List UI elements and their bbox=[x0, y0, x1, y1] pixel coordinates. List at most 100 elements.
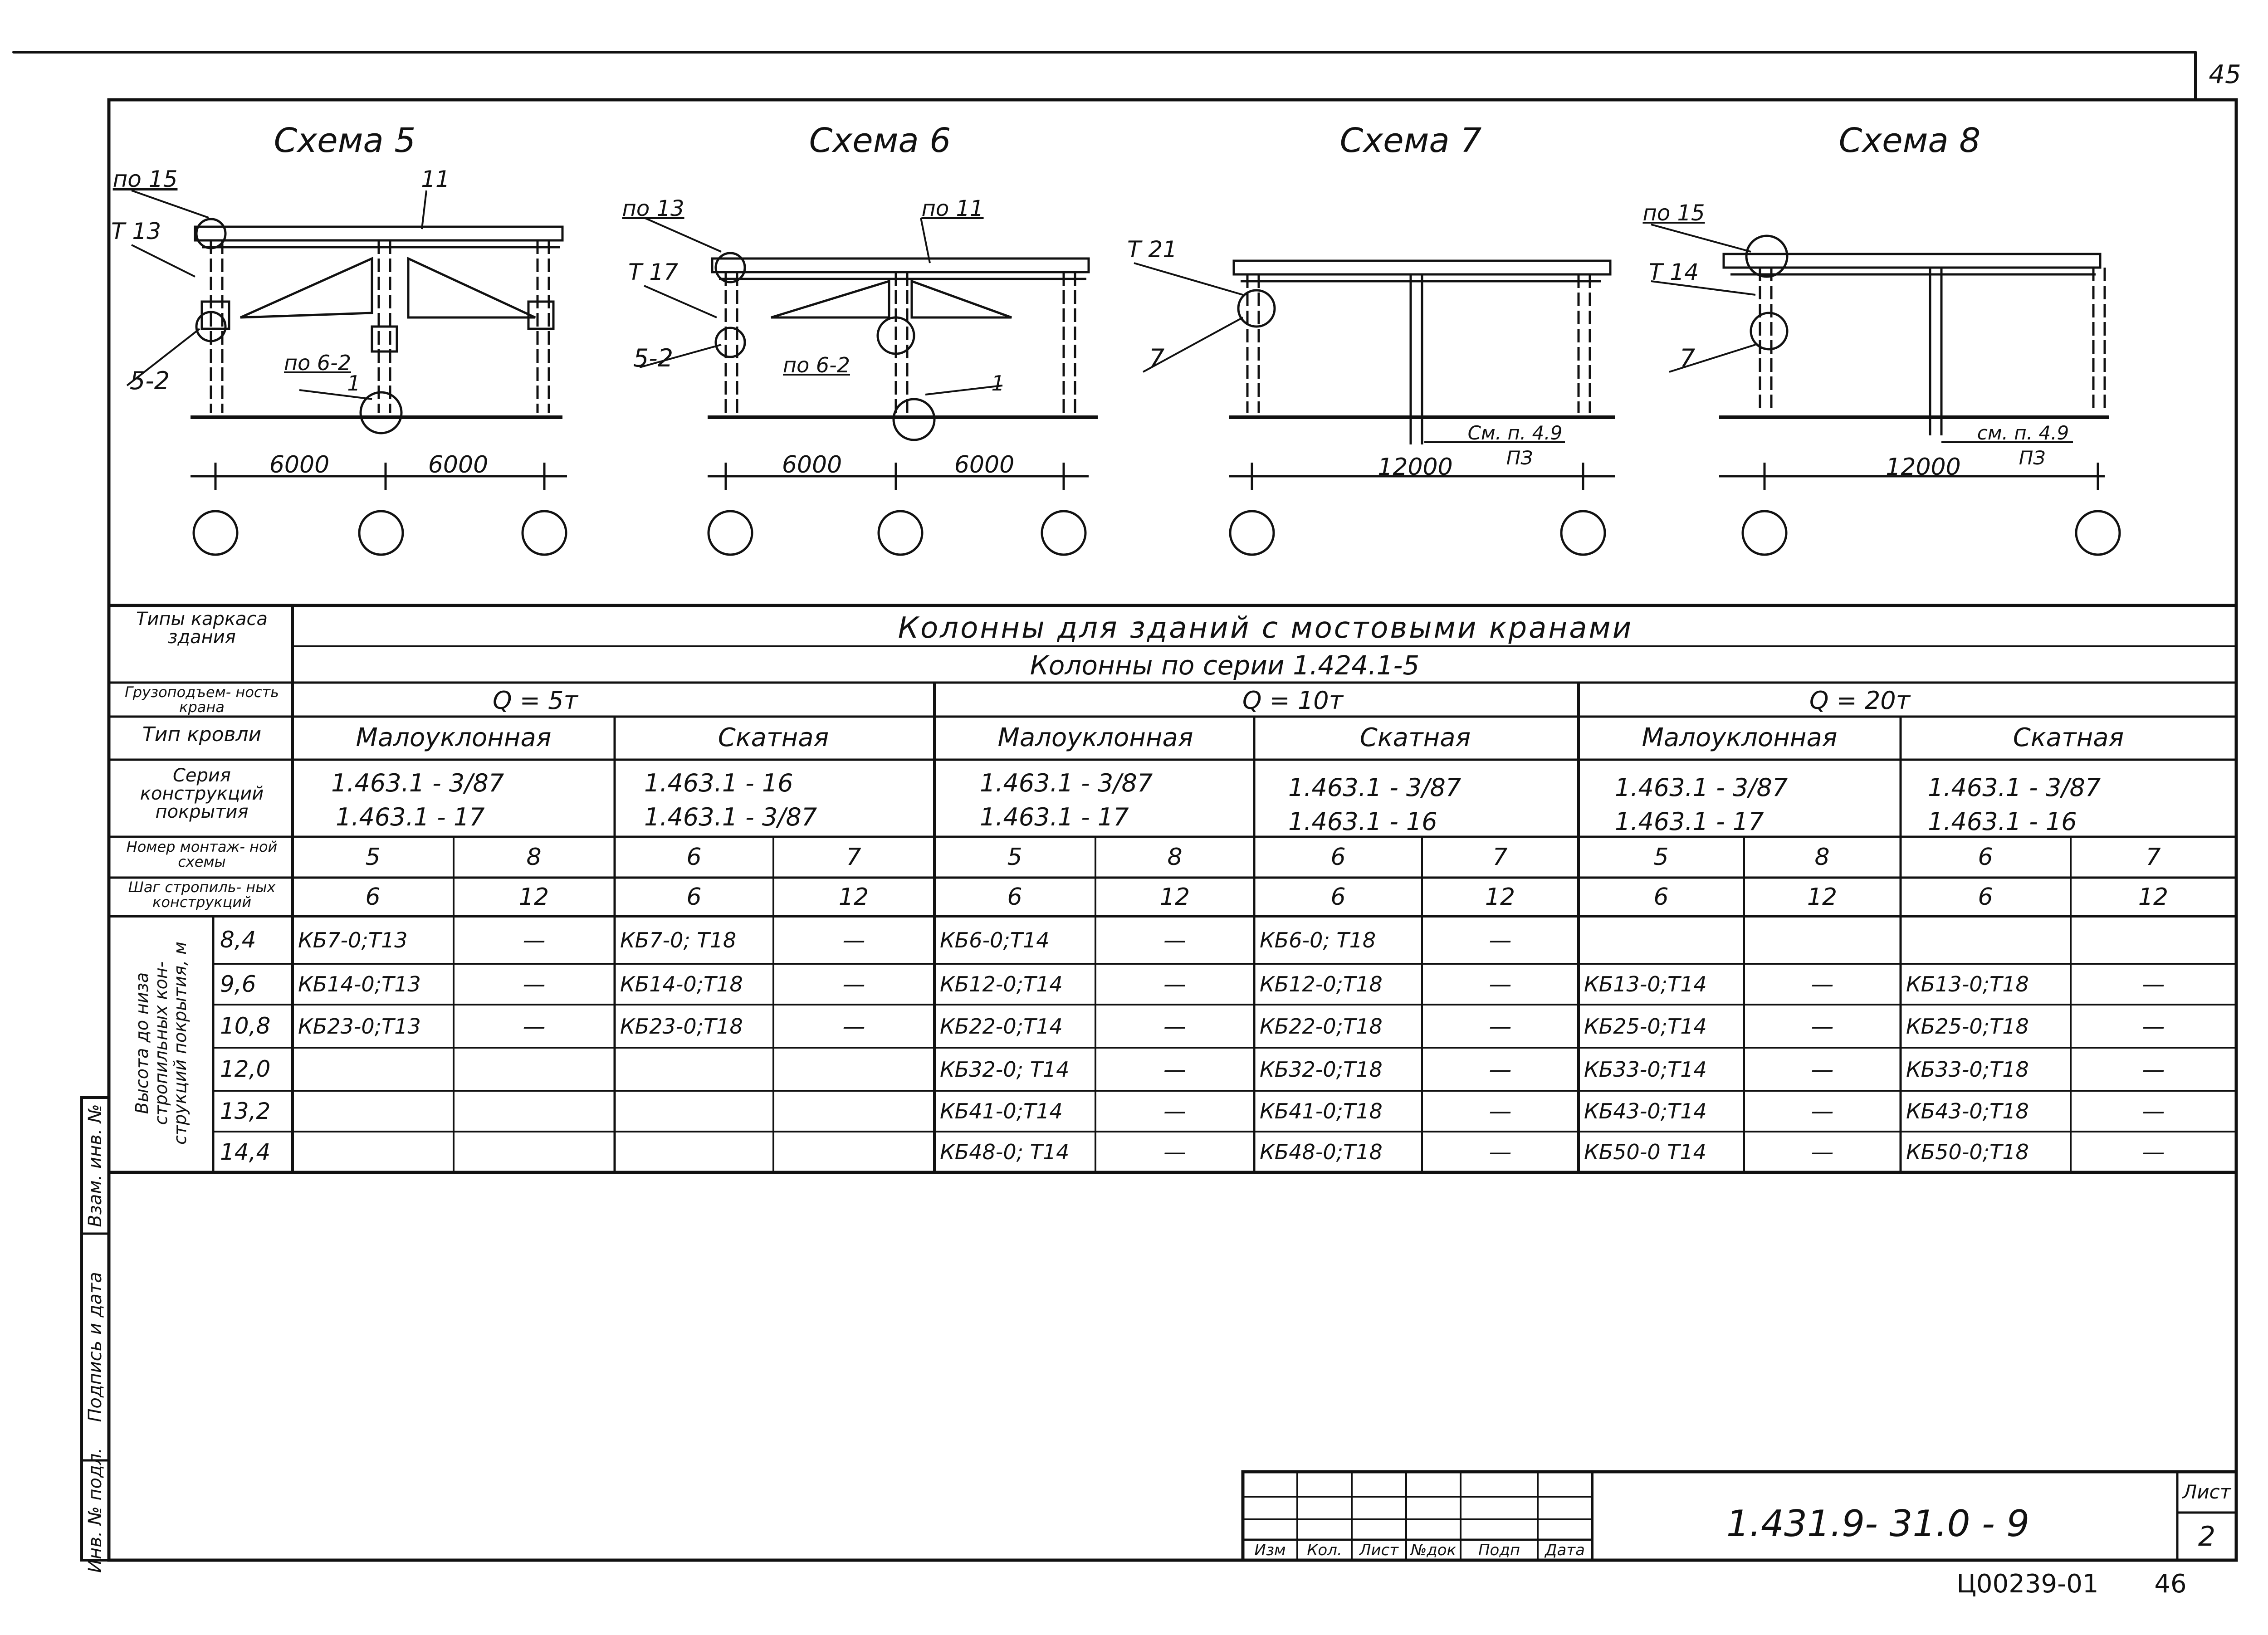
capacity-header: Q = 5т bbox=[493, 686, 578, 715]
title-block-frame bbox=[1241, 1470, 2238, 1562]
scheme-7-title: Схема 7 bbox=[1339, 121, 1482, 160]
tb-col-label: Дата bbox=[1545, 1541, 1585, 1559]
scheme-8-dim: 12000 bbox=[1886, 454, 1961, 481]
column-cell: КБ43-0;Т18 bbox=[1906, 1099, 2029, 1123]
series-line: 1.463.1 - 17 bbox=[1615, 807, 1764, 836]
tb-col-label: Кол. bbox=[1307, 1541, 1342, 1559]
scheme-5-title: Схема 5 bbox=[274, 121, 416, 160]
column-cell: — bbox=[1489, 971, 1512, 997]
scheme-no-cell: 7 bbox=[2146, 844, 2161, 871]
scheme-5-label: по 15 bbox=[112, 166, 178, 192]
scheme-5-drawing bbox=[126, 190, 567, 556]
scheme-no-cell: 6 bbox=[1330, 844, 1346, 871]
row-label-pitch: Шаг стропиль- ных конструкций bbox=[128, 879, 276, 911]
column-cell: КБ7-0;Т13 bbox=[298, 927, 408, 952]
scheme-no-cell: 6 bbox=[686, 844, 702, 871]
scheme-no-cell: 7 bbox=[1492, 844, 1508, 871]
column-cell: — bbox=[2142, 971, 2165, 997]
scheme-8-label: по 15 bbox=[1642, 200, 1705, 226]
row-label-scheme-no: Номер монтаж- ной схемы bbox=[126, 838, 278, 870]
column-cell: КБ48-0; Т14 bbox=[940, 1140, 1070, 1164]
column-cell: КБ32-0;Т18 bbox=[1260, 1057, 1383, 1082]
pitch-cell: 12 bbox=[838, 883, 869, 911]
column-cell: — bbox=[842, 971, 865, 997]
scheme-8-note: ПЗ bbox=[2019, 447, 2046, 469]
column-cell: КБ7-0; Т18 bbox=[620, 927, 737, 952]
scheme-6-drawing bbox=[639, 217, 1098, 556]
pitch-cell: 12 bbox=[1159, 883, 1190, 911]
stamp-signature-date: Подпись и дата bbox=[85, 1272, 106, 1422]
column-cell: КБ43-0;Т14 bbox=[1584, 1099, 1707, 1123]
column-cell: — bbox=[1811, 1056, 1834, 1083]
series-line: 1.463.1 - 3/87 bbox=[331, 769, 504, 797]
scheme-no-cell: 6 bbox=[1978, 844, 1993, 871]
tb-col-label: Подп bbox=[1478, 1541, 1520, 1559]
height-cell: 13,2 bbox=[220, 1098, 271, 1124]
column-cell: КБ25-0;Т14 bbox=[1584, 1014, 1707, 1039]
column-cell: КБ22-0;Т18 bbox=[1260, 1014, 1383, 1039]
scheme-no-cell: 5 bbox=[365, 844, 381, 871]
scheme-6-title: Схема 6 bbox=[809, 121, 951, 160]
column-cell: — bbox=[2142, 1098, 2165, 1124]
row-label-crane-capacity: Грузоподъем- ность крана bbox=[124, 683, 279, 716]
pitch-cell: 6 bbox=[1653, 883, 1669, 911]
column-cell: — bbox=[1489, 927, 1512, 953]
series-line: 1.463.1 - 17 bbox=[336, 803, 485, 831]
column-cell: КБ32-0; Т14 bbox=[940, 1057, 1070, 1082]
scheme-no-cell: 8 bbox=[526, 844, 542, 871]
column-cell: КБ25-0;Т18 bbox=[1906, 1014, 2029, 1039]
scheme-no-cell: 8 bbox=[1167, 844, 1183, 871]
scheme-8-label: Т 14 bbox=[1648, 259, 1699, 285]
scheme-5-label: по 6-2 bbox=[284, 351, 351, 375]
scheme-7-drawing bbox=[1134, 259, 1615, 556]
row-label-height-group: Высота до низа стропильных кон- струкций… bbox=[132, 942, 190, 1145]
column-cell: — bbox=[1811, 1013, 1834, 1040]
scheme-7-label: 7 bbox=[1149, 344, 1165, 372]
column-cell: КБ13-0;Т18 bbox=[1906, 972, 2029, 996]
scheme-5-dim: 6000 bbox=[428, 451, 489, 478]
height-cell: 14,4 bbox=[220, 1139, 271, 1165]
archive-code: Ц00239-01 bbox=[1956, 1569, 2099, 1599]
column-cell: КБ14-0;Т13 bbox=[298, 972, 421, 996]
roof-type-header: Малоуклонная bbox=[1642, 723, 1838, 752]
column-cell: КБ33-0;Т18 bbox=[1906, 1057, 2029, 1082]
column-cell: — bbox=[2142, 1056, 2165, 1083]
column-cell: — bbox=[1163, 1139, 1186, 1165]
roof-type-header: Малоуклонная bbox=[997, 723, 1193, 752]
scheme-6-label: по 11 bbox=[921, 196, 984, 221]
stamp-replace-inv: Взам. инв. № bbox=[85, 1104, 106, 1227]
pitch-cell: 6 bbox=[365, 883, 381, 911]
scheme-no-cell: 7 bbox=[846, 844, 861, 871]
scheme-no-cell: 5 bbox=[1653, 844, 1669, 871]
table-header-main: Колонны для зданий с мостовыми кранами bbox=[898, 611, 1633, 645]
pitch-cell: 6 bbox=[1978, 883, 1993, 911]
column-cell: — bbox=[1163, 1056, 1186, 1083]
scheme-5-dim: 6000 bbox=[269, 451, 330, 478]
height-cell: 8,4 bbox=[220, 927, 256, 953]
column-cell: — bbox=[1811, 1098, 1834, 1124]
scheme-5-label: 1 bbox=[347, 371, 361, 395]
scheme-6-dim: 6000 bbox=[782, 451, 842, 478]
column-cell: КБ12-0;Т18 bbox=[1260, 972, 1383, 996]
pitch-cell: 12 bbox=[2138, 883, 2169, 911]
column-cell: КБ13-0;Т14 bbox=[1584, 972, 1707, 996]
scheme-8-note: см. п. 4.9 bbox=[1977, 422, 2069, 444]
pitch-cell: 6 bbox=[1007, 883, 1022, 911]
table-header-series: Колонны по серии 1.424.1-5 bbox=[1030, 650, 1420, 681]
sheet-number: 2 bbox=[2198, 1521, 2216, 1552]
capacity-header: Q = 10т bbox=[1242, 686, 1344, 715]
column-cell: КБ23-0;Т18 bbox=[620, 1014, 743, 1039]
column-cell: — bbox=[2142, 1013, 2165, 1040]
scheme-8-title: Схема 8 bbox=[1838, 121, 1981, 160]
archive-page: 46 bbox=[2154, 1569, 2187, 1599]
scheme-8-label: 7 bbox=[1679, 344, 1696, 372]
column-cell: — bbox=[523, 1013, 546, 1040]
table-grid bbox=[107, 604, 2238, 1174]
column-cell: КБ23-0;Т13 bbox=[298, 1014, 421, 1039]
column-cell: КБ41-0;Т18 bbox=[1260, 1099, 1383, 1123]
column-cell: КБ50-0;Т18 bbox=[1906, 1140, 2029, 1164]
column-cell: — bbox=[1163, 927, 1186, 953]
scheme-7-dim: 12000 bbox=[1378, 454, 1453, 481]
column-cell: — bbox=[1489, 1013, 1512, 1040]
